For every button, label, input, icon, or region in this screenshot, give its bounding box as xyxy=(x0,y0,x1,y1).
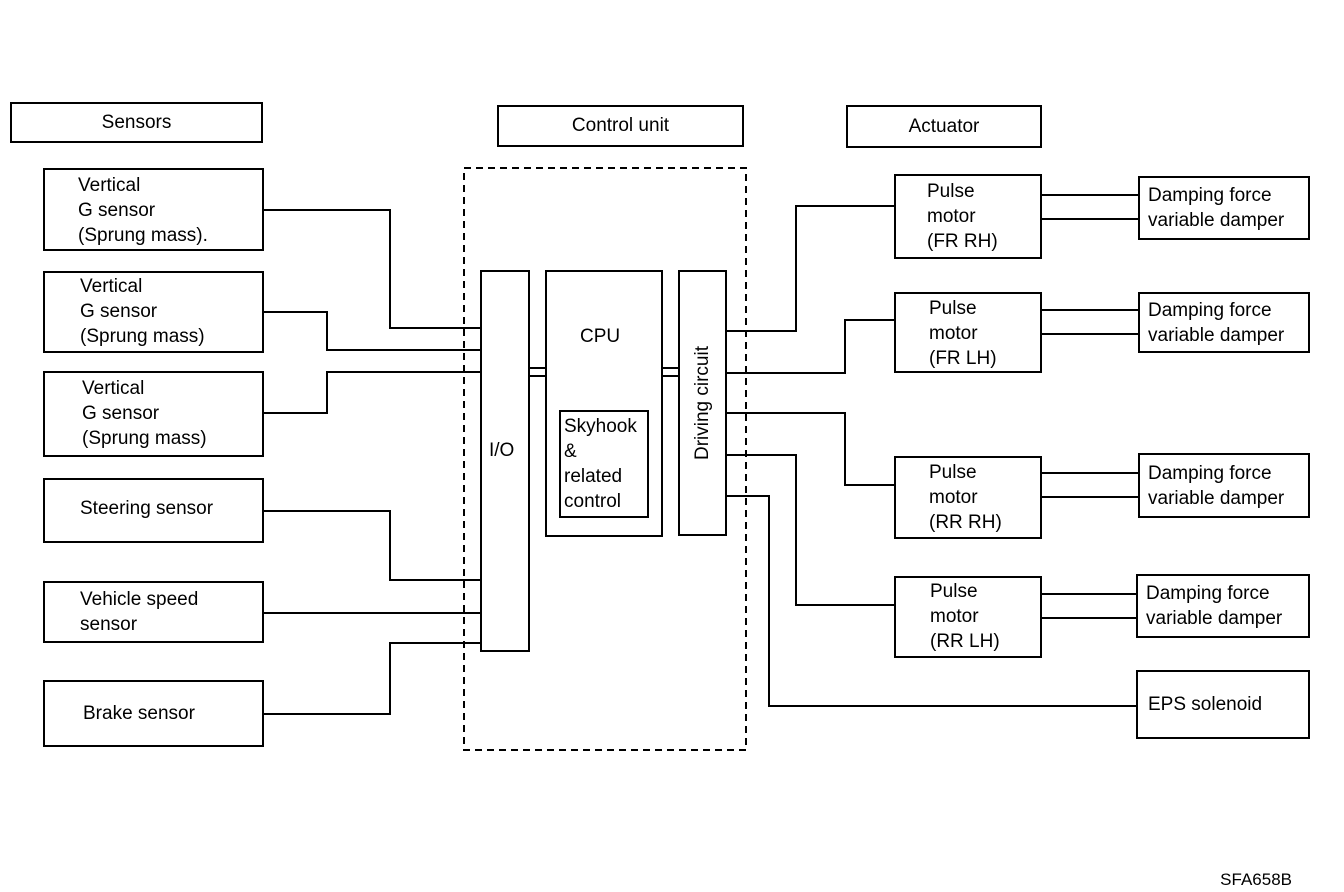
sensor-label: Steering sensor xyxy=(80,498,214,519)
sensor-vertical-g-1: Vertical G sensor (Sprung mass). xyxy=(43,168,264,251)
sensor-label: Brake sensor xyxy=(83,703,195,724)
pulse-motor-label: Pulse motor (RR RH) xyxy=(929,462,1002,533)
pulse-motor-fr-lh: Pulse motor (FR LH) xyxy=(894,292,1042,373)
wire-drv-eps xyxy=(726,495,1138,707)
io-block: I/O xyxy=(480,270,530,652)
eps-solenoid: EPS solenoid xyxy=(1136,670,1310,739)
damper-fr-rh: Damping force variable damper xyxy=(1138,176,1310,240)
sensor-label: Vertical G sensor (Sprung mass) xyxy=(82,378,207,449)
pulse-motor-label: Pulse motor (RR LH) xyxy=(930,581,1000,652)
actuator-header: Actuator xyxy=(846,105,1042,148)
sensor-steering: Steering sensor xyxy=(43,478,264,543)
cpu-block: CPU Skyhook & related control xyxy=(545,270,663,537)
driving-circuit-label: Driving circuit xyxy=(692,345,713,461)
sensor-label: Vertical G sensor (Sprung mass) xyxy=(80,276,205,347)
pulse-motor-rr-rh: Pulse motor (RR RH) xyxy=(894,456,1042,539)
skyhook-control-block: Skyhook & related control xyxy=(559,410,649,518)
control-unit-header: Control unit xyxy=(497,105,744,147)
sensor-vertical-g-3: Vertical G sensor (Sprung mass) xyxy=(43,371,264,457)
wire-vg2 xyxy=(263,311,481,351)
cpu-label: CPU xyxy=(580,326,621,347)
damper-label: Damping force variable damper xyxy=(1148,185,1285,231)
wire-drv-fr-lh xyxy=(726,319,895,374)
wire-vg1 xyxy=(263,209,481,329)
sensors-header: Sensors xyxy=(10,102,263,143)
damper-label: Damping force variable damper xyxy=(1148,300,1285,346)
sensor-vehicle-speed: Vehicle speed sensor xyxy=(43,581,264,643)
wire-brake xyxy=(263,642,481,715)
damper-fr-lh: Damping force variable damper xyxy=(1138,292,1310,353)
skyhook-label: Skyhook & related control xyxy=(564,416,637,512)
wire-drv-rr-rh xyxy=(726,412,895,486)
damper-label: Damping force variable damper xyxy=(1146,583,1283,629)
pulse-motor-label: Pulse motor (FR LH) xyxy=(929,298,997,369)
damper-rr-rh: Damping force variable damper xyxy=(1138,453,1310,518)
sensor-label: Vehicle speed sensor xyxy=(80,589,199,635)
wire-vg3 xyxy=(263,371,481,414)
sensor-vertical-g-2: Vertical G sensor (Sprung mass) xyxy=(43,271,264,353)
figure-code: SFA658B xyxy=(1220,870,1292,889)
damper-label: Damping force variable damper xyxy=(1148,463,1285,509)
damper-rr-lh: Damping force variable damper xyxy=(1136,574,1310,638)
wire-drv-rr-lh xyxy=(726,454,895,606)
eps-label: EPS solenoid xyxy=(1148,694,1263,715)
driving-circuit-block: Driving circuit xyxy=(678,270,727,536)
pulse-motor-rr-lh: Pulse motor (RR LH) xyxy=(894,576,1042,658)
pulse-motor-label: Pulse motor (FR RH) xyxy=(927,181,998,252)
wire-steering xyxy=(263,510,481,581)
pulse-motor-fr-rh: Pulse motor (FR RH) xyxy=(894,174,1042,259)
io-label: I/O xyxy=(489,440,515,461)
wire-drv-fr-rh xyxy=(726,205,895,332)
sensor-label: Vertical G sensor (Sprung mass). xyxy=(78,175,208,246)
sensor-brake: Brake sensor xyxy=(43,680,264,747)
